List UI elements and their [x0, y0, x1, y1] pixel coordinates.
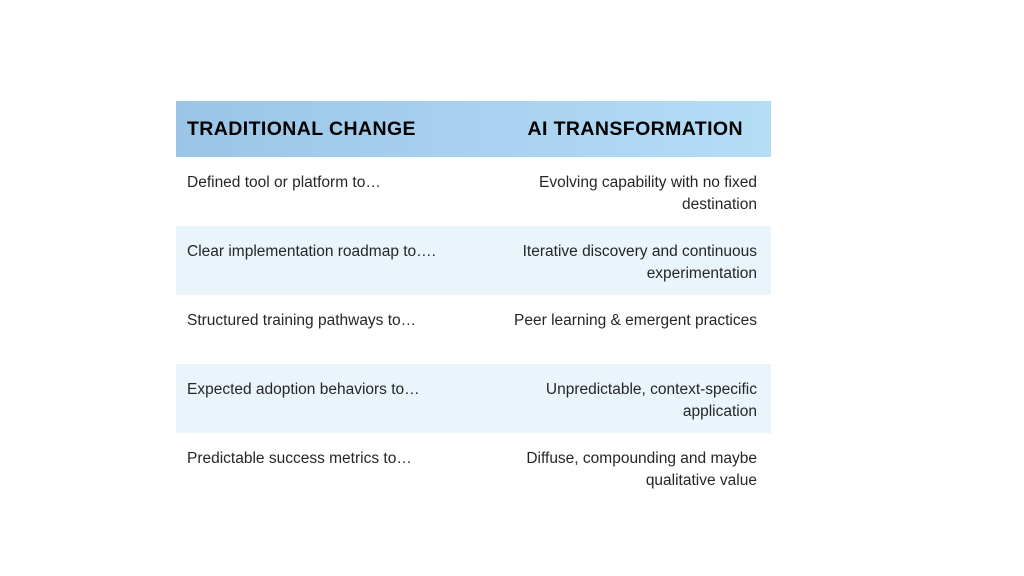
table-cell-traditional: Expected adoption behaviors to…	[187, 381, 420, 398]
table-cell-traditional: Structured training pathways to…	[187, 312, 417, 329]
table-header-row: TRADITIONAL CHANGE AI TRANSFORMATION	[176, 101, 771, 157]
table-cell-traditional: Predictable success metrics to…	[187, 450, 412, 467]
table-header-label-ai-transformation: AI TRANSFORMATION	[527, 117, 743, 140]
comparison-table: TRADITIONAL CHANGE AI TRANSFORMATION Def…	[176, 101, 771, 502]
table-cell-ai: Iterative discovery and continuous exper…	[522, 243, 757, 282]
table-header-cell-traditional-change: TRADITIONAL CHANGE	[176, 101, 474, 157]
table-header-cell-ai-transformation: AI TRANSFORMATION	[474, 101, 772, 157]
table-row: Clear implementation roadmap to…. Iterat…	[176, 226, 771, 295]
table-row: Structured training pathways to… Peer le…	[176, 295, 771, 364]
table-header-label-traditional-change: TRADITIONAL CHANGE	[187, 117, 416, 140]
table-cell-ai: Unpredictable, context-specific applicat…	[545, 381, 757, 420]
table-cell-ai: Evolving capability with no fixed destin…	[539, 174, 757, 213]
table-cell-ai: Diffuse, compounding and maybe qualitati…	[526, 450, 757, 489]
table-row: Expected adoption behaviors to… Unpredic…	[176, 364, 771, 433]
table-row: Predictable success metrics to… Diffuse,…	[176, 433, 771, 502]
table-cell-traditional: Defined tool or platform to…	[187, 174, 381, 191]
table-row: Defined tool or platform to… Evolving ca…	[176, 157, 771, 226]
table-body: Defined tool or platform to… Evolving ca…	[176, 157, 771, 502]
table-cell-traditional: Clear implementation roadmap to….	[187, 243, 436, 260]
table-cell-ai: Peer learning & emergent practices	[514, 312, 757, 329]
